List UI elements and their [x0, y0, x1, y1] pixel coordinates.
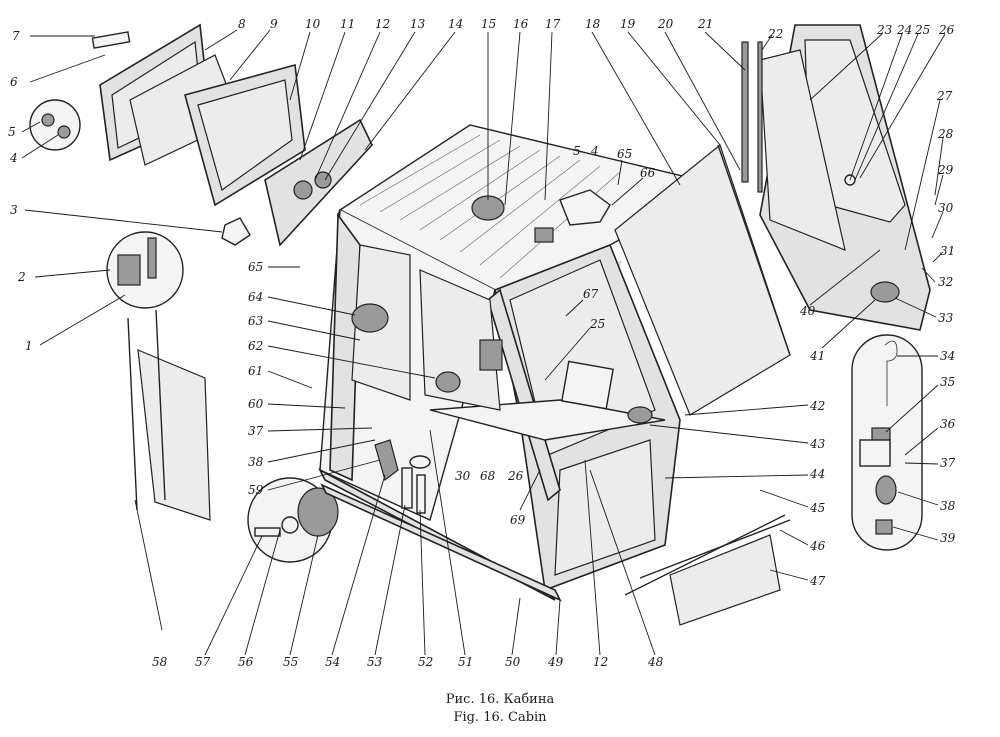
callout-label: 12 — [375, 17, 390, 31]
callout-label: 32 — [938, 275, 953, 289]
callout-label: 37 — [248, 424, 264, 438]
latch-detail-capsule — [851, 334, 923, 551]
callout-label: 18 — [585, 17, 601, 31]
callout-label: 28 — [937, 127, 954, 141]
callout-label: 3 — [10, 203, 18, 217]
callout-label: 5 — [573, 144, 581, 158]
callout-label: 39 — [940, 531, 956, 545]
callout-label: 13 — [410, 17, 426, 31]
callout-label: 16 — [513, 17, 529, 31]
callout-label: 50 — [505, 655, 521, 669]
callout-label: 6 — [10, 75, 18, 89]
callout-label: 61 — [248, 364, 263, 378]
callout-label: 46 — [809, 539, 826, 553]
callout-label: 65 — [248, 260, 263, 274]
callout-label: 47 — [809, 574, 826, 588]
callout-label: 26 — [938, 23, 955, 37]
callout-label: 56 — [238, 655, 254, 669]
callout-label: 2 — [17, 270, 26, 284]
callout-label: 59 — [248, 483, 264, 497]
upper-window-assembly — [91, 23, 373, 247]
callout-label: 58 — [152, 655, 168, 669]
callout-label: 11 — [340, 17, 355, 31]
lower-glass-47 — [669, 534, 781, 626]
callout-label: 17 — [545, 17, 561, 31]
callout-label: 52 — [418, 655, 433, 669]
figure-caption-ru: Рис. 16. Кабина — [445, 692, 555, 707]
callout-label: 4 — [9, 151, 18, 165]
callout-label: 66 — [640, 166, 656, 180]
callout-label: 54 — [325, 655, 340, 669]
callout-label: 68 — [480, 469, 496, 483]
callout-label: 48 — [647, 655, 664, 669]
callouts: 7 6 8 9 10 11 12 13 14 15 16 17 18 19 20… — [8, 17, 956, 669]
seal-strip-right — [717, 144, 791, 356]
callout-label: 35 — [940, 375, 955, 389]
callout-label: 51 — [458, 655, 473, 669]
callout-label: 38 — [248, 455, 264, 469]
left-side-glass — [137, 349, 211, 521]
callout-label: 10 — [305, 17, 321, 31]
callout-label: 64 — [248, 290, 263, 304]
callout-label: 69 — [510, 513, 526, 527]
callout-label: 19 — [620, 17, 636, 31]
callout-label: 57 — [195, 655, 211, 669]
callout-label: 24 — [896, 23, 912, 37]
callout-label: 14 — [448, 17, 463, 31]
callout-label: 12 — [593, 655, 608, 669]
callout-label: 29 — [937, 163, 954, 177]
callout-label: 21 — [697, 17, 713, 31]
callout-label: 30 — [455, 469, 471, 483]
callout-label: 60 — [248, 397, 264, 411]
callout-label: 41 — [809, 349, 825, 363]
callout-label: 25 — [914, 23, 930, 37]
callout-label: 7 — [12, 29, 20, 43]
callout-label: 63 — [248, 314, 264, 328]
callout-label: 20 — [657, 17, 674, 31]
callout-label: 42 — [809, 399, 825, 413]
plug-3 — [221, 217, 251, 246]
callout-label: 55 — [283, 655, 298, 669]
callout-label: 5 — [8, 125, 16, 139]
callout-label: 45 — [809, 501, 825, 515]
figure-caption-en: Fig. 16. Cabin — [453, 710, 547, 725]
callout-label: 9 — [270, 17, 278, 31]
callout-label: 37 — [940, 456, 956, 470]
callout-label: 26 — [507, 469, 524, 483]
callout-label: 34 — [940, 349, 955, 363]
callout-label: 62 — [248, 339, 263, 353]
callout-label: 33 — [938, 311, 954, 325]
cabin-door — [741, 24, 931, 331]
callout-label: 30 — [938, 201, 954, 215]
callout-label: 31 — [940, 244, 955, 258]
callout-label: 36 — [940, 417, 956, 431]
callout-label: 4 — [590, 144, 599, 158]
callout-label: 43 — [809, 437, 826, 451]
callout-label: 40 — [799, 304, 816, 318]
callout-label: 22 — [767, 27, 783, 41]
callout-label: 38 — [940, 499, 956, 513]
callout-label: 27 — [936, 89, 953, 103]
callout-label: 49 — [547, 655, 564, 669]
rubber-mount-assembly — [247, 477, 339, 563]
callout-label: 25 — [589, 317, 605, 331]
detail-circle-bolt — [29, 99, 81, 151]
callout-label: 1 — [25, 339, 33, 353]
callout-label: 8 — [238, 17, 246, 31]
callout-label: 65 — [617, 147, 632, 161]
callout-label: 23 — [876, 23, 893, 37]
callout-label: 53 — [367, 655, 383, 669]
callout-label: 15 — [481, 17, 496, 31]
callout-label: 67 — [583, 287, 599, 301]
callout-label: 44 — [809, 467, 825, 481]
detail-circle-clip — [106, 231, 184, 309]
